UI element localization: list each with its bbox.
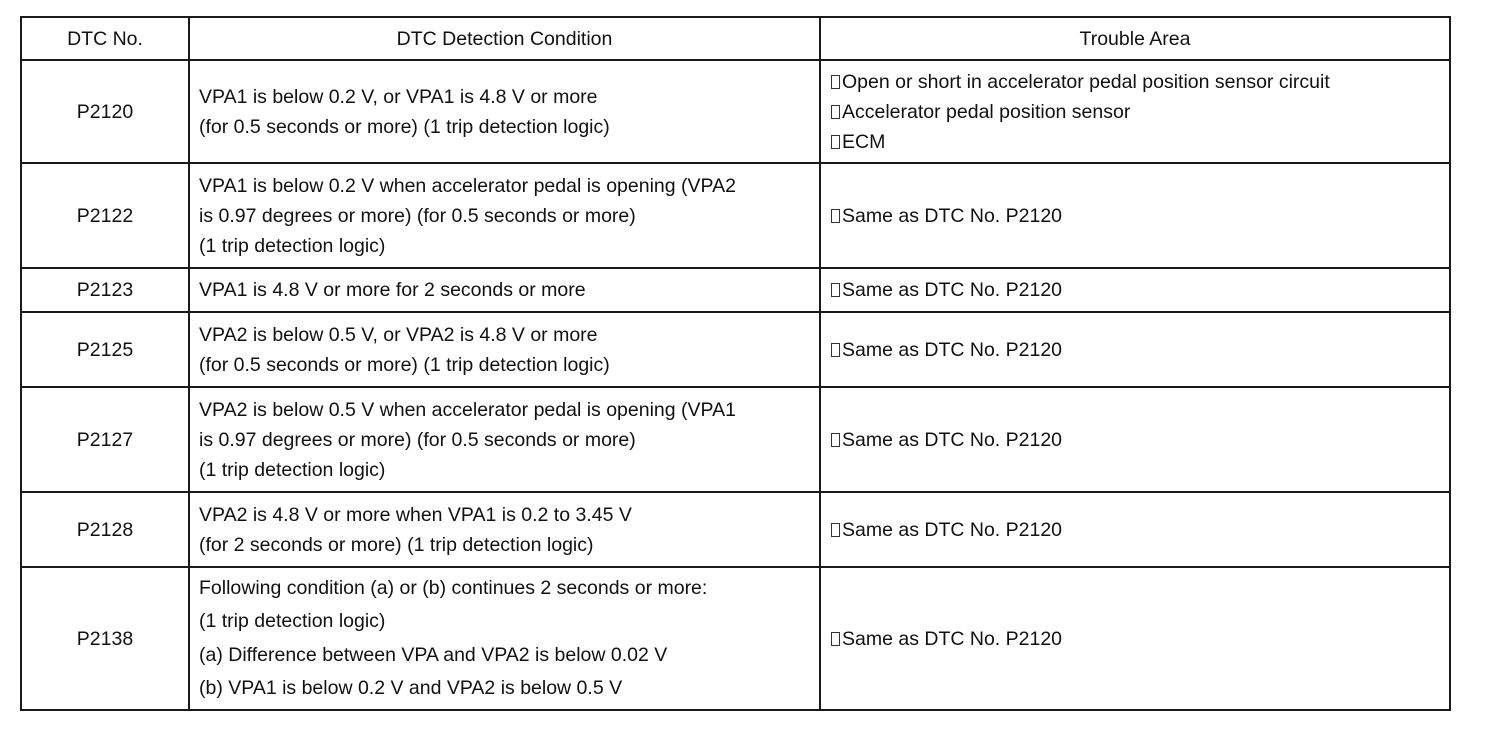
condition-line: VPA1 is below 0.2 V when accelerator ped… [199, 174, 736, 197]
condition-line: (for 0.5 seconds or more) (1 trip detect… [199, 353, 610, 376]
detection-condition: Following condition (a) or (b) continues… [188, 566, 821, 711]
dtc-number: P2123 [20, 267, 190, 313]
detection-condition: VPA1 is below 0.2 V, or VPA1 is 4.8 V or… [188, 59, 821, 164]
condition-line: is 0.97 degrees or more) (for 0.5 second… [199, 428, 636, 451]
trouble-area: Same as DTC No. P2120 [819, 162, 1451, 269]
dtc-number: P2120 [20, 59, 190, 164]
checkbox-bullet-icon [831, 342, 840, 357]
condition-line: (1 trip detection logic) [199, 234, 386, 257]
trouble-area-item: ECM [831, 127, 1441, 157]
table-row: P2128 VPA2 is 4.8 V or more when VPA1 is… [20, 491, 1451, 568]
checkbox-bullet-icon [831, 283, 840, 297]
trouble-area: Same as DTC No. P2120 [819, 386, 1451, 493]
condition-line: VPA1 is below 0.2 V, or VPA1 is 4.8 V or… [199, 85, 598, 108]
trouble-area-item: Same as DTC No. P2120 [831, 624, 1441, 654]
trouble-area-text: Same as DTC No. P2120 [842, 279, 1063, 301]
trouble-area: Same as DTC No. P2120 [819, 267, 1451, 313]
header-dtc-no: DTC No. [20, 16, 190, 61]
trouble-area-text: Open or short in accelerator pedal posit… [842, 70, 1330, 93]
checkbox-bullet-icon [831, 74, 840, 89]
detection-condition: VPA1 is below 0.2 V when accelerator ped… [188, 162, 821, 269]
table-row: P2120 VPA1 is below 0.2 V, or VPA1 is 4.… [20, 59, 1451, 164]
condition-line: Following condition (a) or (b) continues… [199, 576, 708, 599]
trouble-area-text: Same as DTC No. P2120 [842, 204, 1063, 227]
dtc-table: DTC No. DTC Detection Condition Trouble … [20, 16, 1451, 711]
table-row: P2127 VPA2 is below 0.5 V when accelerat… [20, 386, 1451, 493]
trouble-area-item: Same as DTC No. P2120 [831, 335, 1441, 365]
condition-line: VPA2 is 4.8 V or more when VPA1 is 0.2 t… [199, 503, 632, 526]
trouble-area-text: Accelerator pedal position sensor [842, 100, 1131, 123]
table-row: P2138 Following condition (a) or (b) con… [20, 566, 1451, 711]
dtc-number: P2128 [20, 491, 190, 568]
checkbox-bullet-icon [831, 631, 840, 646]
dtc-number: P2122 [20, 162, 190, 269]
header-row: DTC No. DTC Detection Condition Trouble … [20, 16, 1451, 61]
condition-line: (for 2 seconds or more) (1 trip detectio… [199, 533, 594, 556]
detection-condition: VPA1 is 4.8 V or more for 2 seconds or m… [188, 267, 821, 313]
checkbox-bullet-icon [831, 522, 840, 537]
trouble-area-item: Same as DTC No. P2120 [831, 515, 1441, 545]
trouble-area-item: Open or short in accelerator pedal posit… [831, 67, 1441, 97]
dtc-number: P2127 [20, 386, 190, 493]
table-header: DTC No. DTC Detection Condition Trouble … [20, 16, 1451, 61]
header-detection-condition: DTC Detection Condition [188, 16, 821, 61]
checkbox-bullet-icon [831, 104, 840, 119]
trouble-area-text: ECM [842, 130, 886, 153]
condition-line: VPA1 is 4.8 V or more for 2 seconds or m… [199, 279, 586, 301]
detection-condition: VPA2 is 4.8 V or more when VPA1 is 0.2 t… [188, 491, 821, 568]
checkbox-bullet-icon [831, 134, 840, 149]
table-row: P2122 VPA1 is below 0.2 V when accelerat… [20, 162, 1451, 269]
condition-line: (a) Difference between VPA and VPA2 is b… [199, 643, 668, 666]
dtc-number: P2138 [20, 566, 190, 711]
trouble-area: Same as DTC No. P2120 [819, 491, 1451, 568]
table-row: P2123 VPA1 is 4.8 V or more for 2 second… [20, 267, 1451, 313]
trouble-area: Same as DTC No. P2120 [819, 311, 1451, 388]
trouble-area: Open or short in accelerator pedal posit… [819, 59, 1451, 164]
condition-line: (b) VPA1 is below 0.2 V and VPA2 is belo… [199, 677, 623, 699]
condition-line: (1 trip detection logic) [199, 610, 386, 632]
trouble-area-text: Same as DTC No. P2120 [842, 627, 1063, 650]
trouble-area-text: Same as DTC No. P2120 [842, 428, 1063, 451]
header-trouble-area: Trouble Area [819, 16, 1451, 61]
trouble-area-item: Accelerator pedal position sensor [831, 97, 1441, 127]
detection-condition: VPA2 is below 0.5 V when accelerator ped… [188, 386, 821, 493]
condition-line: (for 0.5 seconds or more) (1 trip detect… [199, 115, 610, 138]
condition-line: is 0.97 degrees or more) (for 0.5 second… [199, 204, 636, 227]
trouble-area-item: Same as DTC No. P2120 [831, 275, 1441, 305]
trouble-area-text: Same as DTC No. P2120 [842, 518, 1063, 541]
checkbox-bullet-icon [831, 208, 840, 223]
detection-condition: VPA2 is below 0.5 V, or VPA2 is 4.8 V or… [188, 311, 821, 388]
condition-line: VPA2 is below 0.5 V, or VPA2 is 4.8 V or… [199, 323, 598, 346]
trouble-area-item: Same as DTC No. P2120 [831, 201, 1441, 231]
table-row: P2125 VPA2 is below 0.5 V, or VPA2 is 4.… [20, 311, 1451, 388]
condition-line: VPA2 is below 0.5 V when accelerator ped… [199, 398, 736, 421]
trouble-area: Same as DTC No. P2120 [819, 566, 1451, 711]
table-body: P2120 VPA1 is below 0.2 V, or VPA1 is 4.… [20, 59, 1451, 711]
dtc-number: P2125 [20, 311, 190, 388]
trouble-area-item: Same as DTC No. P2120 [831, 425, 1441, 455]
trouble-area-text: Same as DTC No. P2120 [842, 338, 1063, 361]
condition-line: (1 trip detection logic) [199, 458, 386, 481]
checkbox-bullet-icon [831, 432, 840, 447]
